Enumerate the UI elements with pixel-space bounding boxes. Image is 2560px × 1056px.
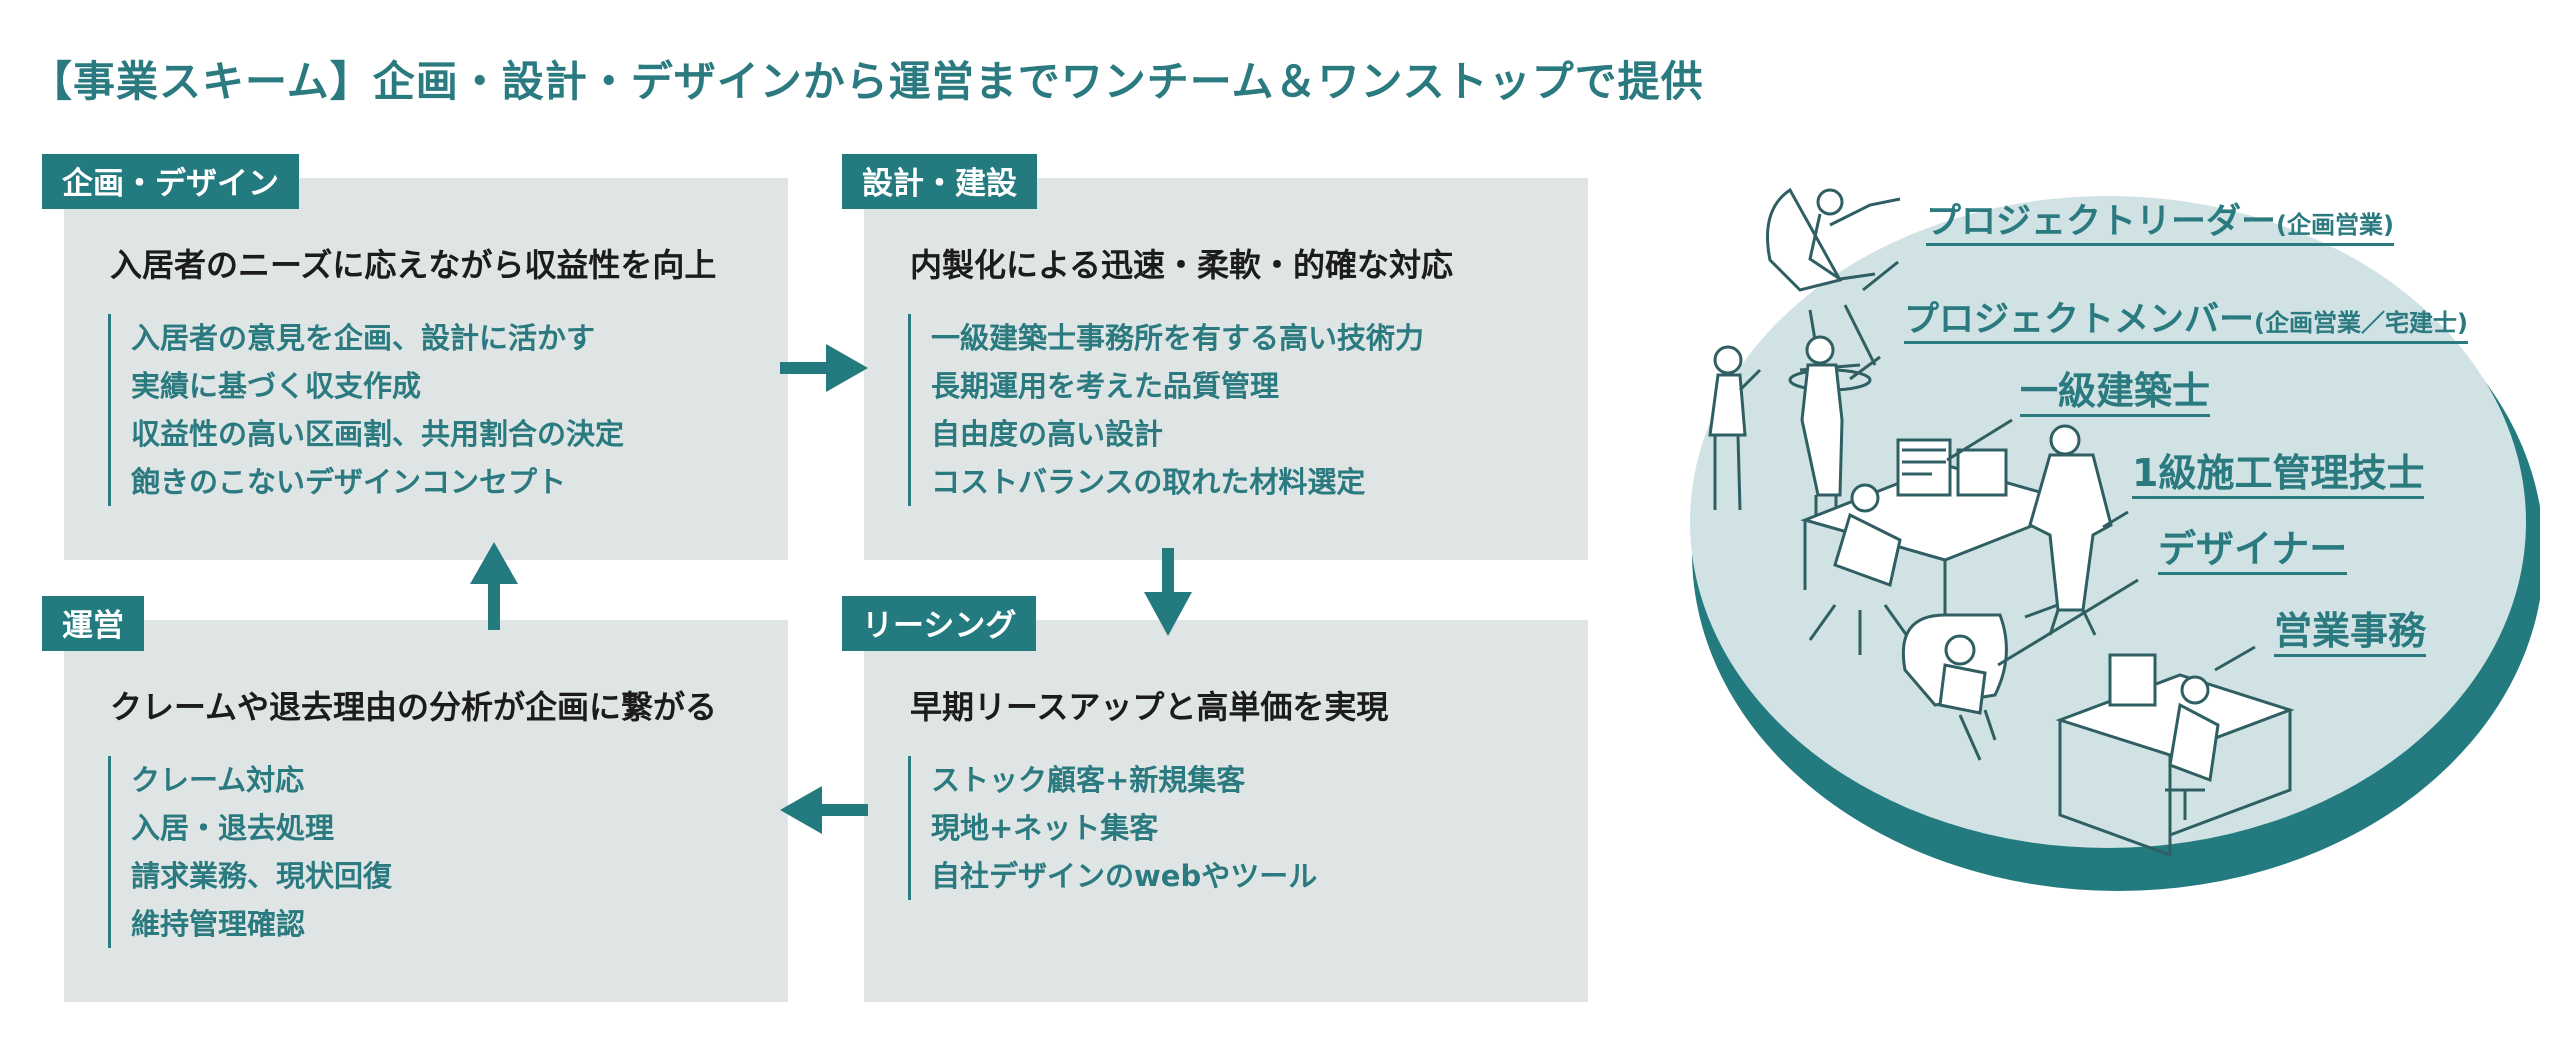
arrow-down-icon (1144, 548, 1192, 636)
person-construction-manager-icon (2028, 424, 2113, 636)
desk-architect-icon (1800, 438, 2090, 655)
label-leader-lines (1849, 260, 2256, 672)
list-item: コストバランスの取れた材料選定 (931, 465, 1366, 499)
panel-tag: 設計・建設 (842, 154, 1037, 209)
panel-heading: 入居者のニーズに応えながら収益性を向上 (110, 246, 717, 284)
arrow-right-icon (780, 344, 868, 392)
panel-list: クレーム対応 入居・退去処理 請求業務、現状回復 維持管理確認 (108, 756, 392, 948)
list-item: 収益性の高い区画割、共用割合の決定 (131, 417, 625, 451)
list-item: 入居者の意見を企画、設計に活かす (131, 321, 596, 355)
list-item: 飽きのこないデザインコンセプト (131, 465, 567, 499)
panel-heading: クレームや退去理由の分析が企画に繋がる (110, 688, 718, 726)
arrow-left-icon (780, 786, 868, 834)
list-item: 入居・退去処理 (131, 811, 335, 845)
panel-list: ストック顧客+新規集客 現地+ネット集客 自社デザインのwebやツール (908, 756, 1317, 900)
panel-design-construction: 設計・建設 内製化による迅速・柔軟・的確な対応 一級建築士事務所を有する高い技術… (842, 154, 1588, 560)
team-label-architect: 一級建築士 (2020, 371, 2211, 417)
page-title: 【事業スキーム】企画・設計・デザインから運営までワンチーム＆ワンストップで提供 (30, 57, 1704, 106)
team-label-project-leader: プロジェクトリーダー(企画営業) (1926, 204, 2394, 246)
panel-list: 一級建築士事務所を有する高い技術力 長期運用を考えた品質管理 自由度の高い設計 … (908, 314, 1424, 506)
panel-operation: 運営 クレームや退去理由の分析が企画に繋がる クレーム対応 入居・退去処理 請求… (42, 596, 788, 1002)
list-item: 実績に基づく収支作成 (131, 369, 422, 403)
panel-tag: 企画・デザイン (42, 154, 299, 209)
panel-tag: リーシング (842, 596, 1037, 651)
list-item: ストック顧客+新規集客 (931, 763, 1246, 797)
panel-leasing: リーシング 早期リースアップと高単価を実現 ストック顧客+新規集客 現地+ネット… (842, 596, 1588, 1002)
panel-tag: 運営 (42, 596, 144, 651)
list-item: 現地+ネット集客 (931, 811, 1159, 845)
panel-list: 入居者の意見を企画、設計に活かす 実績に基づく収支作成 収益性の高い区画割、共用… (108, 314, 624, 506)
panel-heading: 内製化による迅速・柔軟・的確な対応 (910, 246, 1454, 284)
team-label-designer: デザイナー (2158, 529, 2348, 575)
team-label-office-clerk: 営業事務 (2274, 611, 2427, 657)
list-item: 一級建築士事務所を有する高い技術力 (931, 321, 1425, 355)
list-item: 自由度の高い設計 (931, 417, 1164, 451)
desk-office-clerk-icon (2055, 653, 2295, 858)
list-item: 長期運用を考えた品質管理 (931, 369, 1280, 403)
team-label-project-member: プロジェクトメンバー(企画営業／宅建士) (1904, 302, 2468, 344)
person-designer-icon (1901, 613, 2008, 761)
panel-heading: 早期リースアップと高単価を実現 (910, 688, 1389, 726)
list-item: クレーム対応 (131, 763, 305, 797)
list-item: 請求業務、現状回復 (131, 859, 393, 893)
arrow-up-icon (470, 542, 518, 630)
team-label-construction-manager: 1級施工管理技士 (2132, 453, 2425, 499)
panel-planning-design: 企画・デザイン 入居者のニーズに応えながら収益性を向上 入居者の意見を企画、設計… (42, 154, 788, 560)
list-item: 自社デザインのwebやツール (931, 859, 1318, 893)
list-item: 維持管理確認 (131, 907, 306, 941)
team-illustration (1690, 187, 2540, 891)
person-member-icon (1708, 335, 1844, 520)
